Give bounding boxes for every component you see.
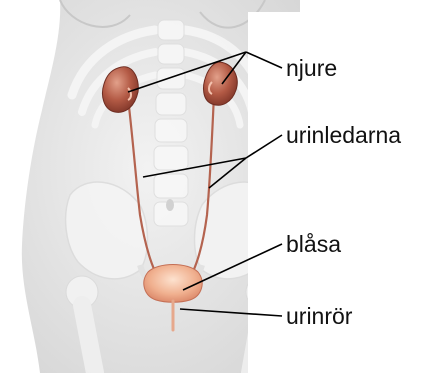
label-bladder: blåsa <box>286 233 341 256</box>
label-urethra: urinrör <box>286 305 352 328</box>
bladder <box>144 265 202 303</box>
label-ureters: urinledarna <box>286 124 401 147</box>
label-kidney: njure <box>286 57 337 80</box>
